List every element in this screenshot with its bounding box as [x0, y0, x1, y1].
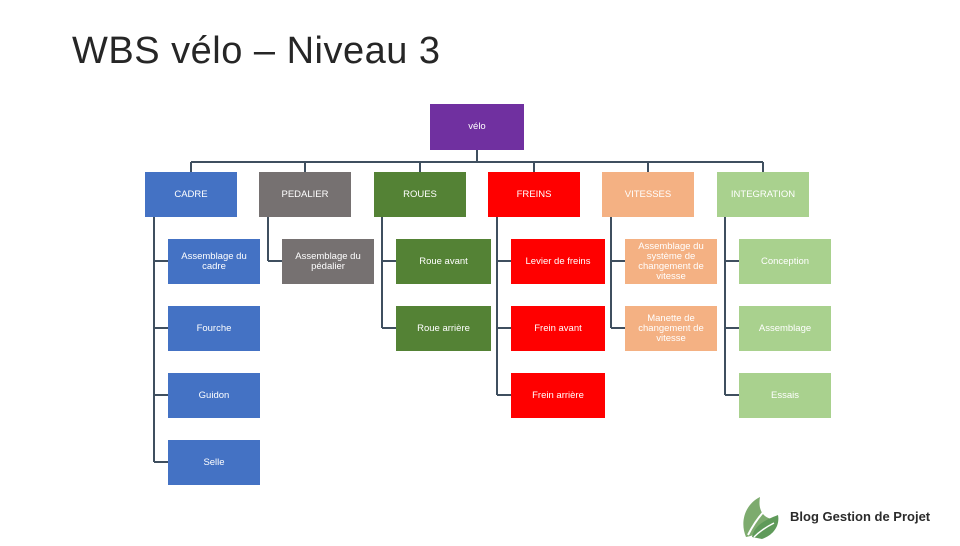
blog-logo[interactable]: Blog Gestion de Projet: [738, 493, 950, 541]
wbs-roues: ROUES: [374, 172, 466, 217]
wbs-roues-item: Roue avant: [396, 239, 491, 284]
wbs-cadre-item: Selle: [168, 440, 260, 485]
wbs-cadre-item: Fourche: [168, 306, 260, 351]
wbs-freins: FREINS: [488, 172, 580, 217]
wbs-pedalier: PEDALIER: [259, 172, 351, 217]
leaf-logo-icon: [743, 497, 779, 539]
wbs-freins-item: Frein arrière: [511, 373, 605, 418]
wbs-vitesses-item: Assemblage du système de changement de v…: [625, 239, 717, 284]
wbs-cadre-item: Guidon: [168, 373, 260, 418]
wbs-vitesses: VITESSES: [602, 172, 694, 217]
wbs-integration-item: Assemblage: [739, 306, 831, 351]
wbs-integration: INTEGRATION: [717, 172, 809, 217]
wbs-integration-item: Essais: [739, 373, 831, 418]
page-title: WBS vélo – Niveau 3: [72, 30, 441, 72]
wbs-cadre: CADRE: [145, 172, 237, 217]
wbs-pedalier-item: Assemblage du pédalier: [282, 239, 374, 284]
wbs-roues-item: Roue arrière: [396, 306, 491, 351]
wbs-root: vélo: [430, 104, 524, 150]
wbs-integration-item: Conception: [739, 239, 831, 284]
wbs-cadre-item: Assemblage du cadre: [168, 239, 260, 284]
wbs-freins-item: Frein avant: [511, 306, 605, 351]
wbs-freins-item: Levier de freins: [511, 239, 605, 284]
wbs-vitesses-item: Manette de changement de vitesse: [625, 306, 717, 351]
logo-text: Blog Gestion de Projet: [790, 509, 931, 524]
